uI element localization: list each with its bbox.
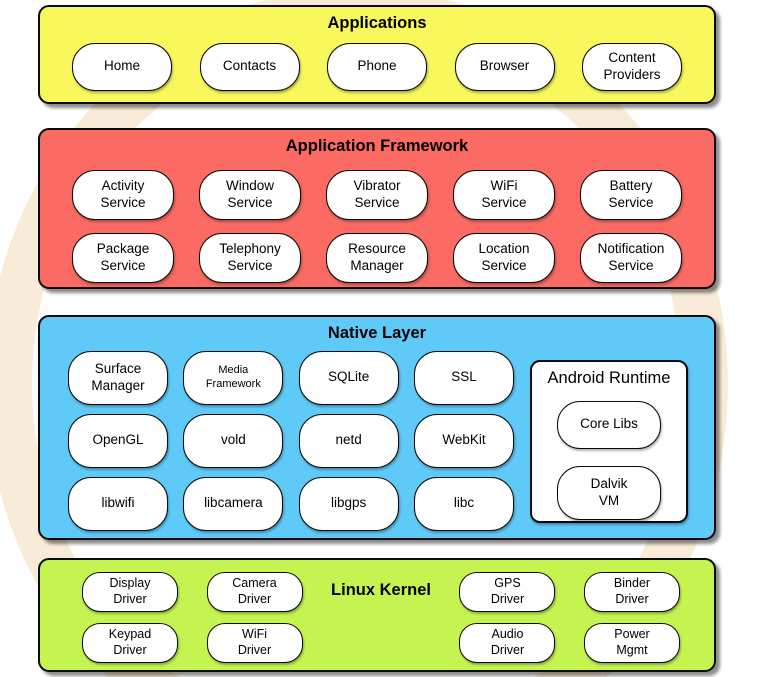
kernel-col-4: Binder Driver Power Mgmt	[584, 572, 680, 663]
node-libgps: libgps	[298, 476, 399, 531]
native-row-2: OpenGL vold netd WebKit	[68, 413, 514, 468]
node-wifi-driver: WiFi Driver	[206, 623, 303, 663]
kernel-col-1: Display Driver Keypad Driver	[82, 572, 178, 663]
node-content-providers: Content Providers	[582, 42, 682, 91]
node-libc: libc	[413, 476, 514, 531]
layer-linux-kernel: Display Driver Keypad Driver Camera Driv…	[38, 558, 716, 672]
node-media-framework: Media Framework	[183, 350, 284, 405]
node-audio-driver: Audio Driver	[459, 623, 556, 663]
node-home: Home	[72, 42, 172, 91]
node-wifi-service: WiFi Service	[453, 169, 555, 220]
node-display-driver: Display Driver	[82, 572, 178, 612]
kernel-col-3: GPS Driver Audio Driver	[459, 572, 556, 663]
node-contacts: Contacts	[199, 42, 300, 91]
layer-application-framework: Application Framework Activity Service W…	[38, 128, 716, 289]
node-telephony-service: Telephony Service	[199, 232, 301, 283]
node-notification-service: Notification Service	[580, 232, 682, 283]
node-package-service: Package Service	[72, 232, 174, 283]
node-vold: vold	[183, 413, 284, 468]
node-location-service: Location Service	[453, 232, 555, 283]
native-row-3: libwifi libcamera libgps libc	[68, 476, 514, 531]
node-resource-manager: Resource Manager	[326, 232, 428, 283]
node-phone: Phone	[327, 42, 427, 91]
node-vibrator-service: Vibrator Service	[326, 169, 428, 220]
kernel-title: Linux Kernel	[331, 581, 431, 599]
node-gps-driver: GPS Driver	[459, 572, 556, 612]
node-core-libs: Core Libs	[557, 400, 661, 449]
framework-row-2: Package Service Telephony Service Resour…	[40, 232, 714, 283]
native-grid: Surface Manager Media Framework SQLite S…	[68, 350, 514, 531]
native-title: Native Layer	[327, 324, 427, 342]
node-ssl: SSL	[413, 350, 514, 405]
node-sqlite: SQLite	[298, 350, 399, 405]
applications-row: Home Contacts Phone Browser Content Prov…	[40, 42, 714, 91]
node-netd: netd	[298, 413, 399, 468]
native-body: Surface Manager Media Framework SQLite S…	[40, 350, 714, 531]
node-camera-driver: Camera Driver	[206, 572, 303, 612]
node-libwifi: libwifi	[68, 476, 168, 531]
layer-native: Native Layer Surface Manager Media Frame…	[38, 315, 716, 540]
node-power-mgmt: Power Mgmt	[584, 623, 680, 663]
layer-applications: Applications Home Contacts Phone Browser…	[38, 5, 716, 104]
node-binder-driver: Binder Driver	[584, 572, 680, 612]
node-activity-service: Activity Service	[72, 169, 174, 220]
android-runtime-title: Android Runtime	[547, 368, 671, 387]
applications-title: Applications	[327, 14, 427, 32]
kernel-body: Display Driver Keypad Driver Camera Driv…	[40, 572, 714, 663]
framework-title: Application Framework	[285, 137, 469, 155]
node-battery-service: Battery Service	[580, 169, 682, 220]
node-window-service: Window Service	[199, 169, 301, 220]
node-libcamera: libcamera	[183, 476, 284, 531]
framework-row-1: Activity Service Window Service Vibrator…	[40, 169, 714, 220]
node-keypad-driver: Keypad Driver	[82, 623, 178, 663]
kernel-col-2: Camera Driver WiFi Driver	[206, 572, 303, 663]
node-webkit: WebKit	[413, 413, 514, 468]
node-dalvik-vm: Dalvik VM	[557, 465, 661, 520]
native-row-1: Surface Manager Media Framework SQLite S…	[68, 350, 514, 405]
android-runtime-box: Android Runtime Core Libs Dalvik VM	[530, 359, 688, 523]
node-surface-manager: Surface Manager	[68, 350, 168, 405]
node-opengl: OpenGL	[68, 413, 168, 468]
node-browser: Browser	[454, 42, 555, 91]
